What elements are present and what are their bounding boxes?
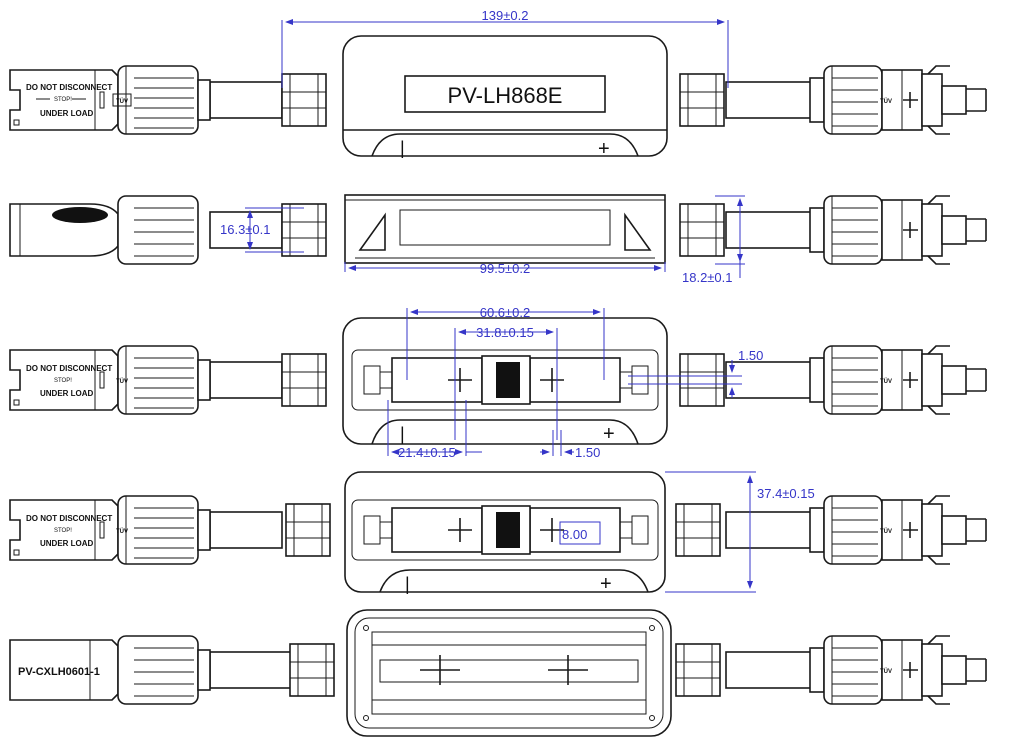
right-conn-badge-1: TÜV bbox=[880, 98, 892, 105]
minus-mark: | bbox=[400, 138, 405, 158]
dim-cable-dia: 16.3±0.1 bbox=[220, 207, 304, 253]
svg-text:+: + bbox=[603, 423, 615, 445]
view-open-1: | + bbox=[9, 317, 987, 445]
right-conn-badge-5: TÜV bbox=[880, 668, 892, 675]
dim-terminal-width: 21.4±0.15 bbox=[387, 400, 482, 460]
part-number-label: PV-CXLH0601-1 bbox=[18, 666, 100, 678]
svg-text:STOP!: STOP! bbox=[54, 97, 72, 103]
svg-text:STOP!: STOP! bbox=[54, 378, 72, 384]
svg-text:UNDER LOAD: UNDER LOAD bbox=[40, 109, 94, 118]
model-label: PV-LH868E bbox=[448, 83, 563, 108]
svg-text:DO NOT DISCONNECT: DO NOT DISCONNECT bbox=[26, 514, 112, 523]
svg-text:UNDER LOAD: UNDER LOAD bbox=[40, 389, 94, 398]
svg-text:STOP!: STOP! bbox=[54, 528, 72, 534]
dim-text-outer: 60.6±0.2 bbox=[480, 305, 531, 320]
dim-overall-length: 139±0.2 bbox=[281, 8, 729, 88]
svg-text:TÜV: TÜV bbox=[116, 98, 128, 105]
svg-text:+: + bbox=[600, 573, 612, 595]
svg-text:TÜV: TÜV bbox=[880, 378, 892, 385]
view-open-2: | + bbox=[9, 471, 987, 595]
left-conn-label-3: DO NOT DISCONNECT STOP! UNDER LOAD TÜV bbox=[26, 364, 128, 398]
left-conn-label-4: DO NOT DISCONNECT STOP! UNDER LOAD TÜV bbox=[26, 514, 128, 548]
dim-clip-offset: 1.50 bbox=[628, 348, 763, 398]
right-conn-badge-4: TÜV bbox=[880, 528, 892, 535]
dim-text-cable: 16.3±0.1 bbox=[220, 222, 271, 237]
view-side bbox=[9, 194, 987, 265]
svg-text:DO NOT DISCONNECT: DO NOT DISCONNECT bbox=[26, 83, 112, 92]
dim-inner-span: 31.8±0.15 bbox=[454, 325, 558, 440]
svg-text:UNDER LOAD: UNDER LOAD bbox=[40, 539, 94, 548]
dim-fuse-width: 8.00 bbox=[559, 521, 601, 545]
view-base: PV-CXLH0601-1 bbox=[9, 609, 987, 737]
svg-text:TÜV: TÜV bbox=[880, 668, 892, 675]
dim-text-height: 37.4±0.15 bbox=[757, 486, 815, 501]
dim-outer-span: 60.6±0.2 bbox=[406, 305, 605, 380]
svg-text:TÜV: TÜV bbox=[880, 98, 892, 105]
svg-text:TÜV: TÜV bbox=[880, 528, 892, 535]
left-conn-label-1: DO NOT DISCONNECT STOP! UNDER LOAD TÜV bbox=[26, 83, 132, 118]
dim-gap: 1.50 bbox=[540, 430, 600, 460]
dim-body-length: 99.5±0.2 bbox=[344, 261, 666, 276]
dim-text-clip: 1.50 bbox=[738, 348, 763, 363]
dim-text-overall: 139±0.2 bbox=[482, 8, 529, 23]
dim-nut-dia: 18.2±0.1 bbox=[682, 195, 745, 285]
svg-text:DO NOT DISCONNECT: DO NOT DISCONNECT bbox=[26, 364, 112, 373]
plus-mark: + bbox=[598, 138, 610, 160]
dim-body-height: 37.4±0.15 bbox=[665, 471, 815, 593]
dim-text-body: 99.5±0.2 bbox=[480, 261, 531, 276]
svg-text:|: | bbox=[405, 574, 410, 594]
svg-text:TÜV: TÜV bbox=[116, 378, 128, 385]
dim-text-nut: 18.2±0.1 bbox=[682, 270, 733, 285]
svg-text:TÜV: TÜV bbox=[116, 528, 128, 535]
dim-text-terminal: 21.4±0.15 bbox=[398, 445, 456, 460]
view-top: PV-LH868E | + bbox=[9, 35, 987, 160]
dim-text-inner: 31.8±0.15 bbox=[476, 325, 534, 340]
dim-text-gap: 1.50 bbox=[575, 445, 600, 460]
svg-text:|: | bbox=[400, 424, 405, 444]
right-conn-badge-3: TÜV bbox=[880, 378, 892, 385]
dim-text-fuse: 8.00 bbox=[562, 527, 587, 542]
